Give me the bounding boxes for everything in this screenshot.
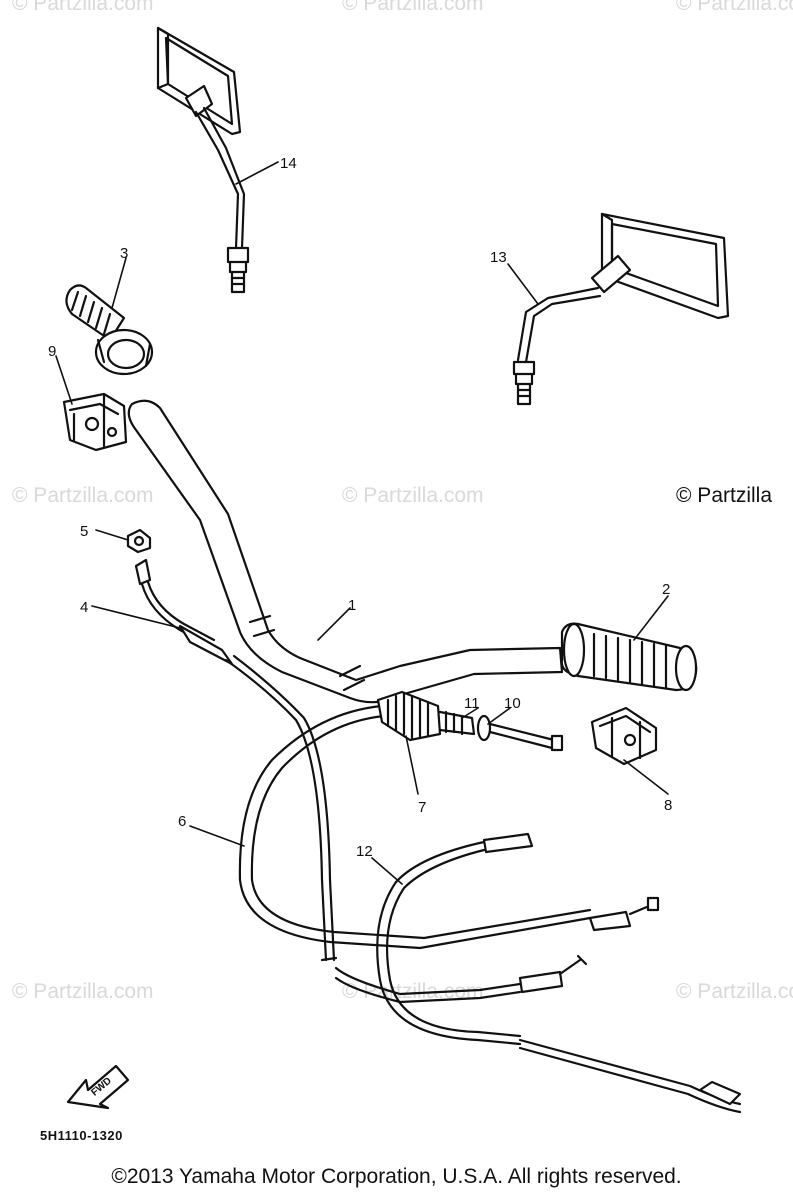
- callout-9: 9: [48, 343, 56, 360]
- watermark-top-center: © Partzilla.com: [342, 0, 484, 15]
- copyright-notice: ©2013 Yamaha Motor Corporation, U.S.A. A…: [111, 1165, 682, 1188]
- right-mirror: [512, 212, 730, 406]
- left-grip: [65, 284, 154, 376]
- bolt: [126, 528, 152, 554]
- callout-8: 8: [664, 797, 672, 814]
- callout-3: 3: [120, 245, 128, 262]
- watermark-mid-center: © Partzilla.com: [342, 484, 484, 507]
- right-grip: [560, 622, 698, 692]
- leader-lines: [55, 161, 669, 885]
- callout-13: 13: [490, 249, 507, 266]
- callout-5: 5: [80, 523, 88, 540]
- left-mirror: [156, 26, 250, 294]
- callout-2: 2: [662, 581, 670, 598]
- callout-11: 11: [464, 695, 480, 712]
- throttle-cable: [238, 704, 592, 950]
- callout-4: 4: [80, 599, 88, 616]
- right-switch: [590, 706, 658, 766]
- diagram-part-code: 5H1110-1320: [40, 1128, 123, 1143]
- watermark-top-right: © Partzilla.com: [676, 0, 793, 15]
- cable-adjuster: [376, 690, 564, 752]
- callout-10: 10: [504, 695, 521, 712]
- handlebar: [127, 399, 564, 704]
- callout-14: 14: [280, 155, 297, 172]
- lower-cables: [334, 832, 742, 1114]
- callout-numbers: 1 2 3 4 5 6 7 8 9 10 11 12 13 14 FWD: [48, 155, 672, 1099]
- watermark-bottom-left: © Partzilla.com: [12, 980, 154, 1003]
- watermark-mid-right: © Partzilla: [676, 484, 772, 507]
- watermark-bottom-right: © Partzilla.com: [676, 980, 793, 1003]
- watermark-bottom-center: © Partzilla.com: [342, 980, 484, 1003]
- watermark-mid-left: © Partzilla.com: [12, 484, 154, 507]
- callout-6: 6: [178, 813, 186, 830]
- callout-7: 7: [418, 799, 426, 816]
- callout-1: 1: [348, 597, 356, 614]
- callout-12: 12: [356, 843, 373, 860]
- clutch-cable: [134, 558, 338, 962]
- left-switch: [62, 392, 128, 452]
- front-direction-arrow: [66, 1064, 130, 1110]
- watermark-top-left: © Partzilla.com: [12, 0, 154, 15]
